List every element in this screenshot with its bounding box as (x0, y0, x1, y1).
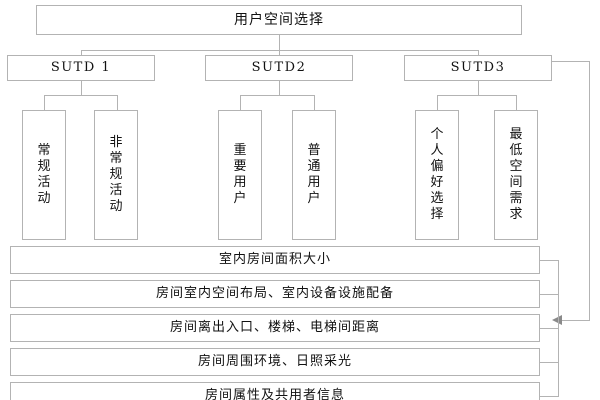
group-node-sutd-3[interactable]: SUTD3 (404, 55, 552, 81)
group-node-label: SUTD2 (251, 59, 307, 75)
attribute-bar-surrounding-environment[interactable]: 房间周围环境、日照采光 (10, 348, 540, 376)
attribute-bar-room-properties[interactable]: 房间属性及共用者信息 (10, 382, 540, 400)
connector-root-stem (279, 35, 280, 50)
connector-g1-drop-1 (44, 95, 45, 110)
connector-root-drop-3 (478, 50, 479, 55)
leaf-node-label: 普通用户 (307, 143, 321, 206)
connector-g3-drop-2 (516, 95, 517, 110)
leaf-node-label: 最低空间需求 (509, 127, 523, 222)
connector-g2-drop-1 (240, 95, 241, 110)
connector-g2-bus (240, 95, 315, 96)
connector-root-drop-1 (81, 50, 82, 55)
leaf-node-personal-preference[interactable]: 个人偏好选择 (415, 110, 459, 240)
connector-g3-drop-1 (437, 95, 438, 110)
connector-g1-stem (81, 81, 82, 95)
connector-g2-drop-2 (314, 95, 315, 110)
connector-feedback-top (552, 61, 590, 62)
arrow-left-icon (552, 315, 562, 325)
connector-g1-drop-2 (117, 95, 118, 110)
attribute-bar-label: 室内房间面积大小 (218, 251, 331, 267)
connector-attr-stub-2 (540, 294, 559, 295)
leaf-node-label: 常规活动 (37, 143, 51, 206)
connector-g1-bus (44, 95, 118, 96)
leaf-node-ordinary-user[interactable]: 普通用户 (292, 110, 336, 240)
attribute-bar-room-area[interactable]: 室内房间面积大小 (10, 246, 540, 274)
connector-root-drop-2 (279, 50, 280, 55)
connector-g3-bus (437, 95, 517, 96)
connector-g3-stem (478, 81, 479, 95)
leaf-node-label: 重要用户 (233, 143, 247, 206)
group-node-label: SUTD3 (450, 59, 506, 75)
attribute-bar-label: 房间室内空间布局、室内设备设施配备 (155, 285, 394, 301)
connector-attr-stub-5 (540, 396, 559, 397)
group-node-label: SUTD 1 (50, 59, 112, 75)
attribute-bar-label: 房间周围环境、日照采光 (197, 353, 352, 369)
attribute-bar-label: 房间属性及共用者信息 (204, 387, 345, 400)
attribute-bar-distance-to-entrance[interactable]: 房间离出入口、楼梯、电梯间距离 (10, 314, 540, 342)
leaf-node-label: 非常规活动 (109, 135, 123, 214)
leaf-node-minimum-space-demand[interactable]: 最低空间需求 (494, 110, 538, 240)
root-node-label: 用户空间选择 (234, 11, 324, 28)
leaf-node-regular-activity[interactable]: 常规活动 (22, 110, 66, 240)
group-node-sutd-2[interactable]: SUTD2 (205, 55, 353, 81)
attribute-bar-interior-layout[interactable]: 房间室内空间布局、室内设备设施配备 (10, 280, 540, 308)
leaf-node-important-user[interactable]: 重要用户 (218, 110, 262, 240)
root-node-user-space-selection[interactable]: 用户空间选择 (36, 5, 522, 35)
group-node-sutd-1[interactable]: SUTD 1 (7, 55, 155, 81)
connector-attr-stub-1 (540, 260, 559, 261)
connector-g2-stem (279, 81, 280, 95)
connector-attr-stub-4 (540, 362, 559, 363)
connector-feedback-vertical (589, 61, 590, 320)
attribute-bar-label: 房间离出入口、楼梯、电梯间距离 (169, 319, 380, 335)
connector-feedback-into-bar (562, 320, 590, 321)
connector-attr-stub-3 (540, 328, 559, 329)
leaf-node-label: 个人偏好选择 (430, 127, 444, 222)
leaf-node-irregular-activity[interactable]: 非常规活动 (94, 110, 138, 240)
